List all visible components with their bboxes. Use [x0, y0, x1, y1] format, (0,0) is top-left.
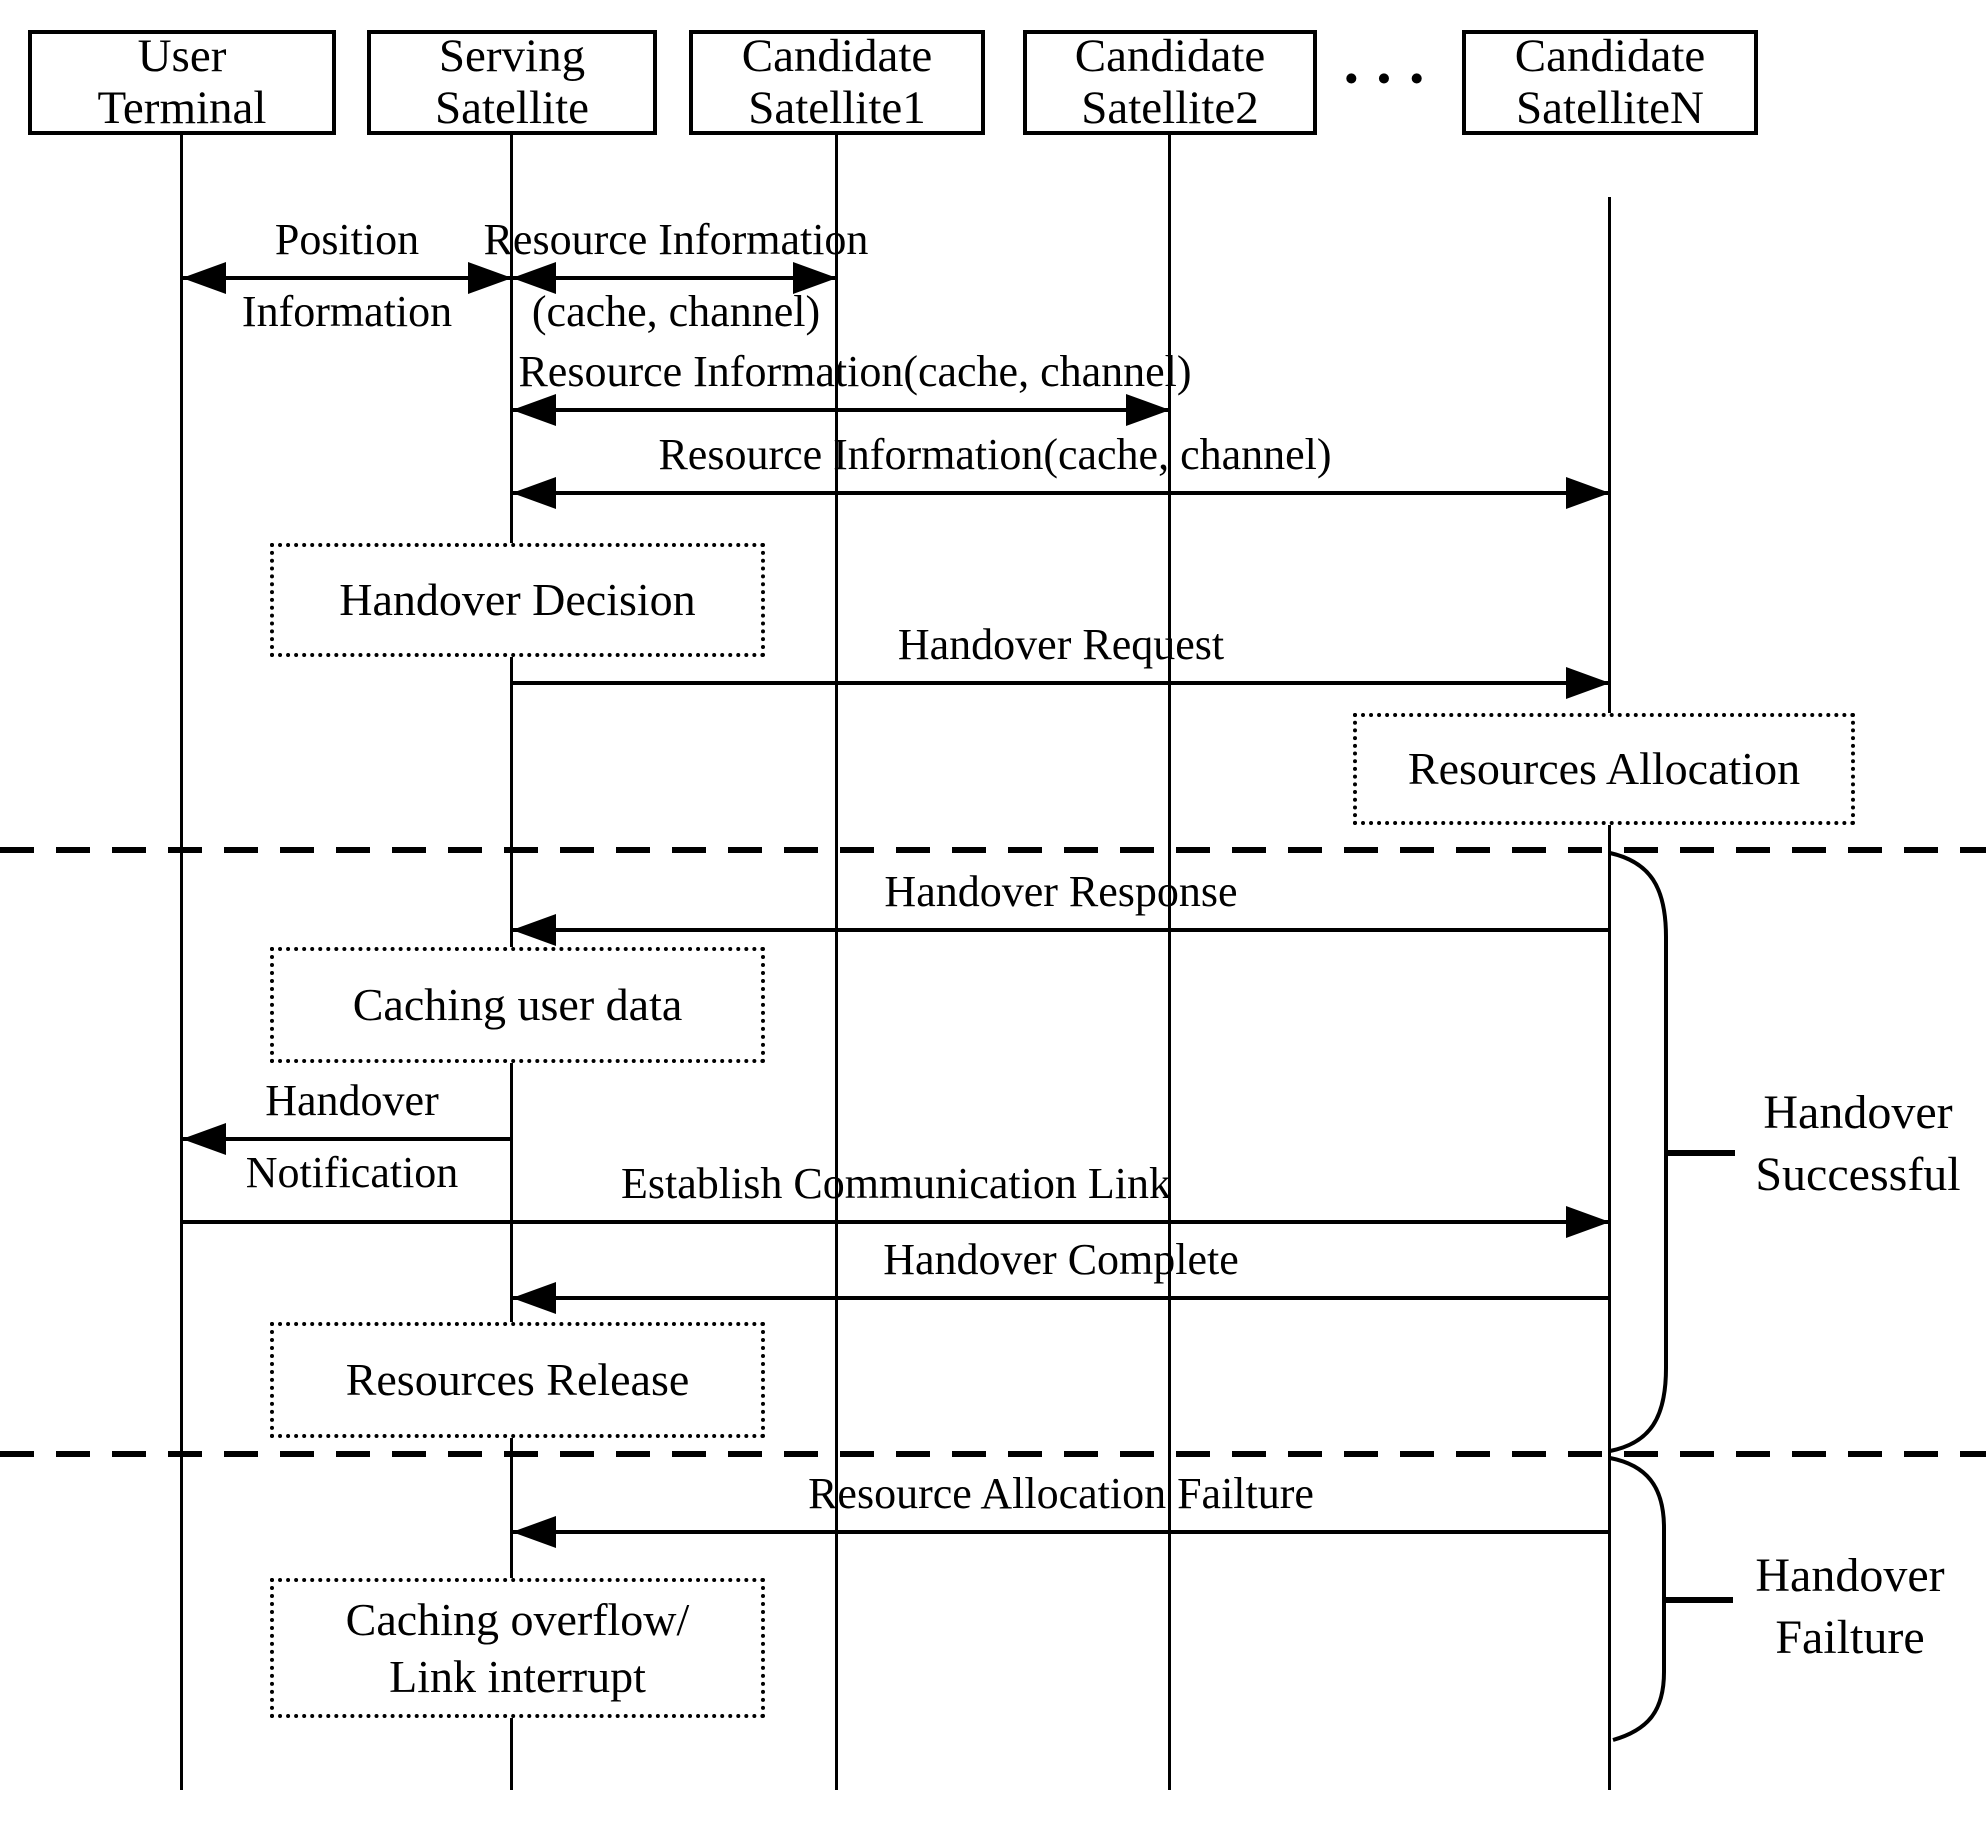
message-resource-info-cs2-line	[512, 408, 1170, 412]
arrowhead-right	[468, 262, 512, 294]
arrowhead-left	[512, 1282, 556, 1314]
activity-resources-release: Resources Release	[270, 1322, 765, 1438]
message-resource-info-cs1-line	[512, 276, 837, 280]
message-resource-allocation-failure-label: Resource Allocation Failture	[808, 1469, 1314, 1518]
arrowhead-left	[512, 394, 556, 426]
actor-serving-satellite: Serving Satellite	[367, 30, 657, 135]
activity-caching-overflow-link-interrupt: Caching overflow/ Link interrupt	[270, 1578, 765, 1718]
message-handover-request-label: Handover Request	[897, 620, 1225, 669]
more-satellites-ellipsis: ···	[1340, 45, 1440, 113]
brace-handover-failure	[1609, 1456, 1666, 1742]
arrowhead-right	[793, 262, 837, 294]
message-establish-link-line	[182, 1220, 1610, 1224]
lifeline-candidate-satelliten	[1608, 197, 1611, 1790]
message-resource-info-csn-line	[512, 491, 1610, 495]
arrowhead-right	[1566, 477, 1610, 509]
message-handover-response-line	[512, 928, 1610, 932]
arrowhead-left	[512, 914, 556, 946]
activity-handover-decision: Handover Decision	[270, 543, 765, 657]
actor-candidate-satelliten: Candidate SatelliteN	[1462, 30, 1758, 135]
message-handover-response-label: Handover Response	[884, 867, 1238, 916]
message-resource-info-cs1-label-below: (cache, channel)	[531, 287, 821, 336]
message-position-information-label-below: Information	[241, 287, 453, 336]
actor-user-terminal: User Terminal	[28, 30, 336, 135]
lifeline-candidate-satellite1	[835, 135, 838, 1790]
message-handover-request-line	[512, 681, 1610, 685]
arrowhead-left	[512, 262, 556, 294]
arrowhead-right	[1566, 667, 1610, 699]
arrowhead-left	[182, 1123, 226, 1155]
message-position-information-line	[182, 276, 512, 280]
arrowhead-right	[1126, 394, 1170, 426]
arrowhead-right	[1566, 1206, 1610, 1238]
message-resource-info-cs1-label-above: Resource Information	[483, 215, 869, 264]
lifeline-candidate-satellite2	[1168, 135, 1171, 1790]
message-resource-info-cs2-label: Resource Information(cache, channel)	[518, 347, 1192, 396]
message-handover-notification-label-below: Notification	[245, 1148, 459, 1197]
message-handover-complete-label: Handover Complete	[883, 1235, 1239, 1284]
lifeline-user-terminal	[180, 135, 183, 1790]
phase-separator-1	[0, 847, 1986, 853]
actor-candidate-satellite2: Candidate Satellite2	[1023, 30, 1317, 135]
phase-separator-2	[0, 1451, 1986, 1457]
message-resource-info-csn-label: Resource Information(cache, channel)	[658, 430, 1332, 479]
arrowhead-left	[512, 1516, 556, 1548]
activity-resources-allocation: Resources Allocation	[1353, 713, 1855, 825]
message-handover-notification-line	[182, 1137, 512, 1141]
brace-handover-successful	[1609, 851, 1668, 1453]
brace-label-handover-failure: Handover Failture	[1755, 1549, 1945, 1665]
message-handover-notification-label-above: Handover	[265, 1076, 439, 1125]
message-establish-link-label: Establish Communication Link	[621, 1159, 1171, 1208]
brace-label-handover-successful: Handover Successful	[1755, 1086, 1961, 1202]
activity-caching-user-data: Caching user data	[270, 947, 765, 1063]
arrowhead-left	[182, 262, 226, 294]
actor-candidate-satellite1: Candidate Satellite1	[689, 30, 985, 135]
message-resource-allocation-failure-line	[512, 1530, 1610, 1534]
message-position-information-label-above: Position	[274, 215, 420, 264]
message-handover-complete-line	[512, 1296, 1610, 1300]
arrowhead-left	[512, 477, 556, 509]
